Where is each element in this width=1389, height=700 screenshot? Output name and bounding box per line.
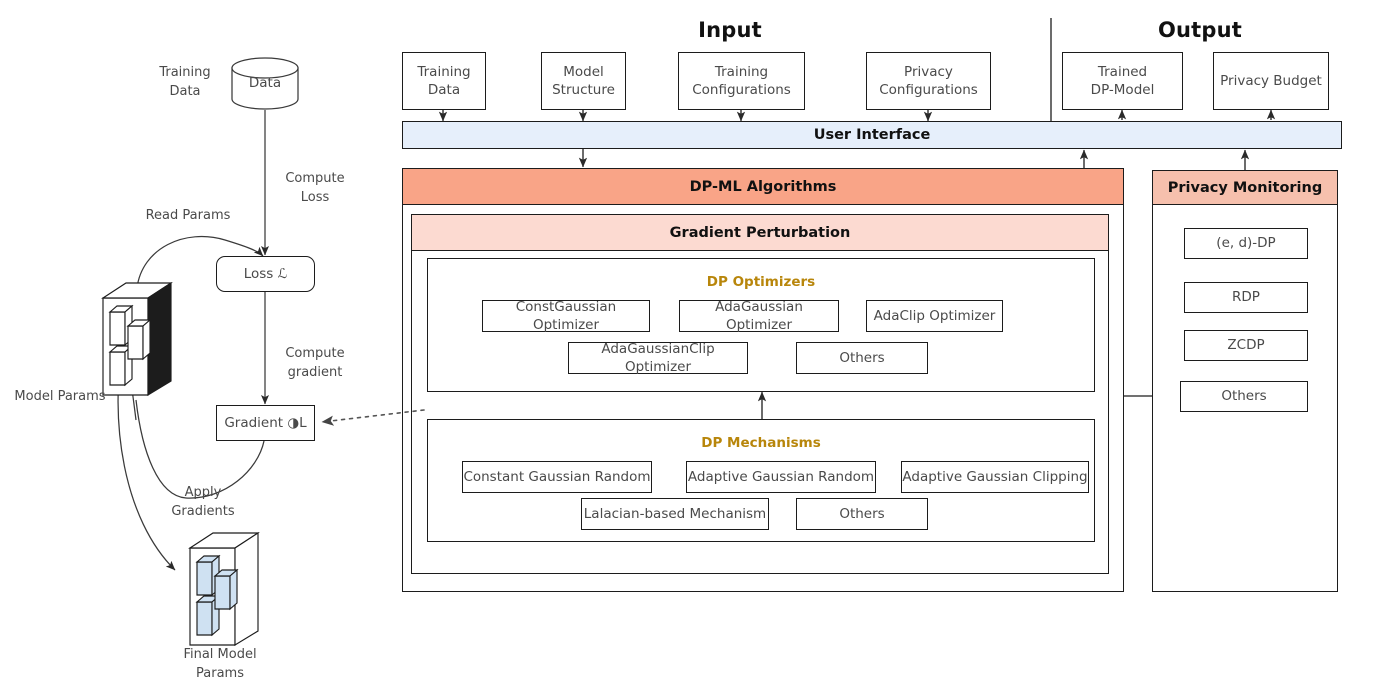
input-box-line1: Training [714, 63, 769, 80]
gradient-perturbation-label: Gradient Perturbation [669, 224, 851, 241]
gradient-node-label: Gradient ◑L [224, 414, 307, 431]
dp-mechanism-label: Lalacian-based Mechanism [583, 505, 767, 522]
data-cylinder-label: Data [248, 75, 282, 91]
privacy-monitoring-item-label: ZCDP [1227, 337, 1265, 354]
dp-ml-algorithms-bar[interactable]: DP-ML Algorithms [402, 168, 1124, 205]
dp-optimizer-label: Others [839, 349, 885, 366]
dp-optimizers-title: DP Optimizers [706, 274, 816, 290]
output-box-privacy-budget[interactable]: Privacy Budget [1213, 52, 1329, 110]
dp-mechanisms-title: DP Mechanisms [701, 435, 821, 451]
dp-optimizer-constgaussian[interactable]: ConstGaussian Optimizer [482, 298, 650, 333]
privacy-monitoring-item-label: (e, d)-DP [1216, 235, 1276, 252]
dp-mechanism-others[interactable]: Others [796, 498, 928, 530]
dp-optimizer-label: AdaGaussian Optimizer [715, 298, 803, 333]
input-box-line1: Model [563, 63, 604, 80]
input-box-line2: Data [427, 82, 461, 98]
user-interface-label: User Interface [813, 127, 931, 143]
gradient-perturbation-bar[interactable]: Gradient Perturbation [411, 214, 1109, 251]
final-model-params-line1: Final Model [183, 647, 257, 662]
loss-node[interactable]: Loss ℒ [216, 256, 315, 292]
gradient-node[interactable]: Gradient ◑L [216, 405, 315, 441]
privacy-monitoring-item-label: Others [1221, 388, 1267, 405]
dp-mechanism-label: Constant Gaussian Random [463, 468, 651, 485]
dp-optimizer-adaclip[interactable]: AdaClip Optimizer [866, 300, 1003, 332]
input-box-line2: Configurations [879, 82, 978, 98]
input-box-line2: Structure [552, 82, 615, 98]
user-interface-bar[interactable]: User Interface [402, 121, 1342, 149]
model-params-server-shape [101, 281, 173, 397]
loss-node-label: Loss ℒ [243, 265, 288, 282]
training-data-label-line1: Training [159, 65, 211, 80]
output-box-label: Privacy Budget [1220, 72, 1322, 89]
dp-mechanism-adaptive-gaussian-random[interactable]: Adaptive Gaussian Random [686, 461, 876, 493]
final-model-params-label: Final Model Params [160, 646, 280, 684]
training-data-label-line2: Data [169, 83, 201, 99]
input-box-training-data[interactable]: Training Data [402, 52, 486, 110]
dp-optimizer-label: AdaGaussianClip Optimizer [601, 340, 715, 375]
compute-gradient-label: Compute gradient [275, 345, 355, 383]
privacy-monitoring-item-zcdp[interactable]: ZCDP [1184, 330, 1308, 361]
privacy-monitoring-label: Privacy Monitoring [1167, 179, 1323, 196]
dp-optimizer-label: AdaClip Optimizer [873, 307, 996, 324]
apply-gradients-label: Apply Gradients [157, 484, 249, 522]
input-box-model-structure[interactable]: Model Structure [541, 52, 626, 110]
input-box-privacy-configurations[interactable]: Privacy Configurations [866, 52, 991, 110]
compute-loss-line1: Compute [285, 171, 345, 186]
dp-mechanism-label: Others [839, 505, 885, 522]
apply-gradients-line2: Gradients [171, 503, 235, 519]
dp-mechanism-constant-gaussian-random[interactable]: Constant Gaussian Random [462, 461, 652, 493]
apply-gradients-line1: Apply [184, 485, 222, 500]
dp-optimizer-others[interactable]: Others [796, 342, 928, 374]
input-box-line1: Training [417, 63, 471, 80]
dp-optimizer-adagaussianclip[interactable]: AdaGaussianClip Optimizer [568, 340, 748, 375]
privacy-monitoring-item-label: RDP [1232, 289, 1260, 306]
dp-mechanism-lalacian-based[interactable]: Lalacian-based Mechanism [581, 498, 769, 530]
dp-mechanism-label: Adaptive Gaussian Clipping [902, 468, 1088, 485]
privacy-monitoring-item-rdp[interactable]: RDP [1184, 282, 1308, 313]
dp-optimizer-adagaussian[interactable]: AdaGaussian Optimizer [679, 298, 839, 333]
input-box-training-configurations[interactable]: Training Configurations [678, 52, 805, 110]
output-box-line2: DP-Model [1090, 82, 1155, 98]
read-params-label: Read Params [145, 208, 231, 223]
privacy-monitoring-bar[interactable]: Privacy Monitoring [1152, 170, 1338, 205]
input-section-title: Input [698, 18, 762, 42]
dp-mechanism-label: Adaptive Gaussian Random [687, 468, 875, 485]
model-params-label: Model Params [14, 389, 106, 404]
dp-ml-algorithms-label: DP-ML Algorithms [689, 178, 837, 195]
training-data-label: Training Data [140, 64, 230, 102]
input-box-line1: Privacy [904, 63, 953, 80]
dp-optimizer-label: ConstGaussian Optimizer [515, 298, 617, 333]
compute-gradient-line2: gradient [287, 364, 343, 380]
output-box-line1: Trained [1097, 63, 1148, 80]
privacy-monitoring-item-eps-delta-dp[interactable]: (e, d)-DP [1184, 228, 1308, 259]
dp-mechanism-adaptive-gaussian-clipping[interactable]: Adaptive Gaussian Clipping [901, 461, 1089, 493]
output-box-trained-dp-model[interactable]: Trained DP-Model [1062, 52, 1183, 110]
final-model-params-line2: Params [196, 665, 244, 681]
compute-loss-line2: Loss [300, 189, 330, 205]
compute-loss-label: Compute Loss [275, 170, 355, 208]
compute-gradient-line1: Compute [285, 346, 345, 361]
output-section-title: Output [1157, 18, 1243, 42]
dp-optimizers-group [427, 258, 1095, 392]
final-model-params-server-shape [188, 531, 260, 647]
input-box-line2: Configurations [692, 82, 791, 98]
privacy-monitoring-item-others[interactable]: Others [1180, 381, 1308, 412]
dp-mechanisms-group [427, 419, 1095, 542]
